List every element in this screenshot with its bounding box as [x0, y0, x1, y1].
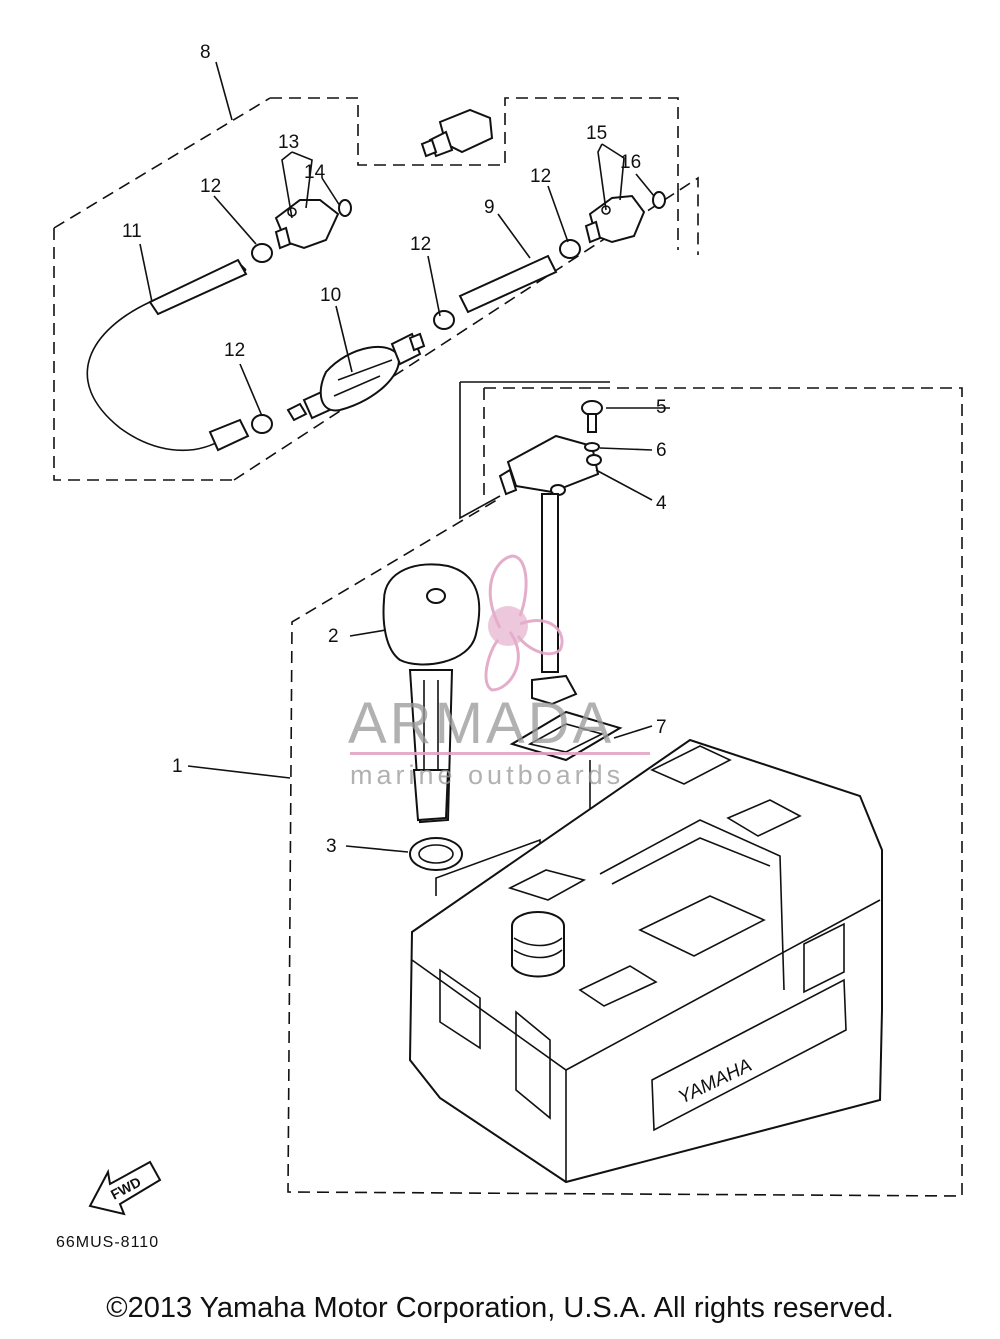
watermark-tagline: marine outboards — [350, 760, 624, 790]
fuel-hose-11 — [86, 261, 247, 452]
hose-clamp-12-d — [251, 414, 273, 434]
o-ring-3 — [409, 837, 463, 871]
callout-14: 14 — [304, 162, 326, 183]
callout-9: 9 — [484, 197, 495, 218]
washer-6 — [584, 442, 600, 452]
callout-5: 5 — [656, 397, 667, 418]
callout-12-a: 12 — [200, 176, 221, 197]
callout-13: 13 — [278, 132, 299, 153]
primer-bulb-10 — [286, 332, 426, 422]
hose-clamp-12-b — [559, 239, 581, 259]
callout-8: 8 — [200, 42, 211, 63]
diagram-code: 66MUS-8110 — [56, 1234, 159, 1251]
gauge-dashed-frame — [459, 381, 610, 520]
copyright-notice: ©2013 Yamaha Motor Corporation, U.S.A. A… — [106, 1292, 894, 1324]
watermark-underline — [350, 752, 650, 755]
watermark-name: ARMADA — [348, 691, 614, 756]
callout-15: 15 — [586, 123, 607, 144]
callout-12-d: 12 — [224, 340, 245, 361]
callout-7: 7 — [656, 717, 667, 738]
callout-16: 16 — [620, 152, 641, 173]
callout-leaders — [139, 61, 670, 853]
callout-11: 11 — [122, 221, 142, 242]
fwd-arrow-icon: FWD — [88, 1160, 162, 1216]
callout-3: 3 — [326, 836, 337, 857]
engine-side-connector — [420, 108, 494, 158]
hose-clamp-12-c — [433, 310, 455, 330]
hose-kit-dashed-frame — [53, 97, 699, 481]
callout-2: 2 — [328, 626, 339, 647]
connector-13 — [274, 199, 340, 250]
callout-12-c: 12 — [410, 234, 431, 255]
screw-5 — [581, 400, 603, 433]
o-ring-14 — [338, 199, 352, 217]
fuel-hose-11-top-end — [148, 258, 248, 316]
callout-1: 1 — [172, 756, 183, 777]
callout-12-b: 12 — [530, 166, 551, 187]
fuel-hose-9 — [458, 254, 558, 314]
o-ring-16 — [652, 191, 666, 209]
watermark-logo: ARMADA marine outboards — [348, 554, 650, 790]
callout-4: 4 — [656, 493, 667, 514]
connector-15 — [584, 194, 646, 244]
watermark-hub — [488, 606, 528, 646]
o-ring-3-inner — [418, 844, 454, 864]
callout-10: 10 — [320, 285, 341, 306]
tank-dashed-frame — [287, 387, 963, 1197]
filler-cap-2 — [382, 563, 481, 824]
fuel-gauge-4 — [498, 434, 602, 706]
watermark-propeller-icon — [484, 554, 564, 692]
hose-clamp-12-a — [251, 243, 273, 263]
fuel-tank — [408, 738, 883, 1184]
fuel-hose-11-end — [208, 418, 250, 452]
callout-6: 6 — [656, 440, 667, 461]
